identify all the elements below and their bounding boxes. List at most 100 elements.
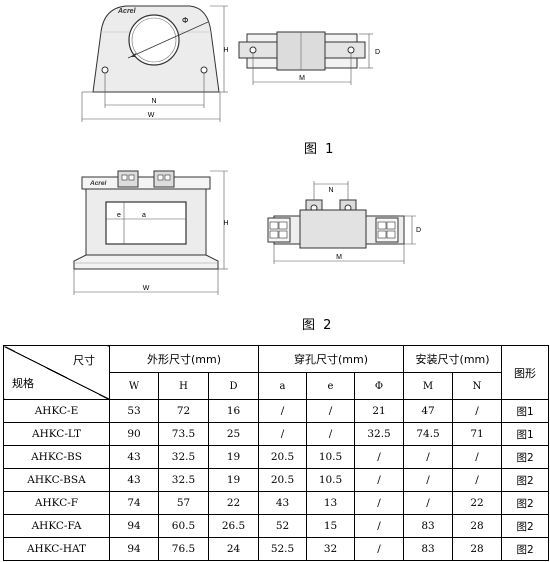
cell-h: 72 <box>158 399 209 423</box>
figure1-dim-w: W <box>148 112 155 119</box>
group-header-outline: 外形尺寸(mm) <box>108 345 260 373</box>
cell-h: 73.5 <box>158 422 209 446</box>
cell-model: AHKC-BS <box>3 445 110 469</box>
cell-a: 20.5 <box>258 468 308 492</box>
cell-m: 83 <box>403 514 454 538</box>
cell-n: 22 <box>452 491 503 515</box>
figure1-dim-m: M <box>299 75 305 82</box>
cell-w: 53 <box>109 399 159 423</box>
cell-fig: 图1 <box>501 399 550 423</box>
figure2-caption: 图 2 <box>302 318 334 333</box>
cell-phi: 32.5 <box>354 422 405 446</box>
cell-fig: 图2 <box>501 491 550 515</box>
figure1-dim-n: N <box>151 98 156 105</box>
cell-d: 19 <box>207 445 260 469</box>
cell-model: AHKC-E <box>3 399 110 423</box>
cell-w: 94 <box>109 537 159 561</box>
cell-fig: 图2 <box>501 514 550 538</box>
cell-w: 74 <box>109 491 159 515</box>
cell-w: 43 <box>109 445 159 469</box>
cell-m: / <box>403 445 454 469</box>
cell-a: 52 <box>258 514 308 538</box>
subheader-a: a <box>258 372 308 400</box>
figure1-brand-label: Acrel <box>117 8 137 15</box>
cell-n: 28 <box>452 537 503 561</box>
table-subheader-row: W H D a e Φ M N <box>4 372 549 400</box>
cell-a: / <box>258 399 308 423</box>
cell-m: / <box>403 491 454 515</box>
subheader-h: H <box>158 372 209 400</box>
spec-table: 尺寸 规格 外形尺寸(mm) 穿孔尺寸(mm) 安装尺寸(mm) 图形 W H … <box>3 345 550 561</box>
subheader-m: M <box>403 372 454 400</box>
cell-fig: 图2 <box>501 445 550 469</box>
subheader-n: N <box>452 372 503 400</box>
cell-model: AHKC-LT <box>3 422 110 446</box>
cell-a: 20.5 <box>258 445 308 469</box>
cell-h: 76.5 <box>158 537 209 561</box>
figure2-dim-d: D <box>416 227 421 234</box>
figure1-front-view: Acrel Φ H N W <box>81 5 229 122</box>
cell-a: 52.5 <box>258 537 308 561</box>
figure1-dim-d: D <box>375 49 380 56</box>
cell-h: 32.5 <box>158 468 209 492</box>
figure2-dim-w: W <box>143 285 150 292</box>
cell-n: / <box>452 445 503 469</box>
figure2-dim-h: H <box>223 220 228 227</box>
subheader-w: W <box>109 372 159 400</box>
cell-n: 71 <box>452 422 503 446</box>
cell-d: 25 <box>207 422 260 446</box>
figure2-dim-a: a <box>142 212 146 219</box>
cell-phi: 21 <box>354 399 405 423</box>
cell-e: / <box>306 399 356 423</box>
table-corner-cell: 尺寸 规格 <box>3 345 110 400</box>
cell-h: 57 <box>158 491 209 515</box>
cell-phi: / <box>354 468 405 492</box>
figure1-caption: 图 1 <box>304 142 336 157</box>
cell-m: 47 <box>403 399 454 423</box>
cell-phi: / <box>354 491 405 515</box>
figure1-side-view: D M <box>238 31 380 85</box>
cell-model: AHKC-FA <box>3 514 110 538</box>
figure2-dim-n: N <box>328 187 333 194</box>
cell-phi: / <box>354 445 405 469</box>
figure2-brand-label: Acrel <box>89 180 106 187</box>
shape-header: 图形 <box>501 345 550 400</box>
figure1-dim-h: H <box>223 47 228 54</box>
cell-e: 10.5 <box>306 468 356 492</box>
corner-top-label: 尺寸 <box>73 354 95 367</box>
group-header-hole: 穿孔尺寸(mm) <box>258 345 405 373</box>
cell-e: 10.5 <box>306 445 356 469</box>
cell-m: 83 <box>403 537 454 561</box>
cell-n: 28 <box>452 514 503 538</box>
cell-e: 15 <box>306 514 356 538</box>
cell-phi: / <box>354 514 405 538</box>
cell-e: 13 <box>306 491 356 515</box>
cell-n: / <box>452 468 503 492</box>
cell-w: 90 <box>109 422 159 446</box>
subheader-d: D <box>207 372 260 400</box>
cell-fig: 图2 <box>501 468 550 492</box>
cell-e: / <box>306 422 356 446</box>
corner-bottom-label: 规格 <box>12 377 34 390</box>
group-header-mounting: 安装尺寸(mm) <box>403 345 503 373</box>
figure2-dim-e: e <box>117 212 121 219</box>
cell-a: 43 <box>258 491 308 515</box>
figure1-dim-phi: Φ <box>182 16 188 25</box>
cell-model: AHKC-HAT <box>3 537 110 561</box>
subheader-phi: Φ <box>354 372 405 400</box>
cell-m: 74.5 <box>403 422 454 446</box>
figure2-dim-m: M <box>336 254 342 261</box>
cell-d: 26.5 <box>207 514 260 538</box>
cell-model: AHKC-BSA <box>3 468 110 492</box>
cell-model: AHKC-F <box>3 491 110 515</box>
cell-h: 32.5 <box>158 445 209 469</box>
cell-w: 43 <box>109 468 159 492</box>
